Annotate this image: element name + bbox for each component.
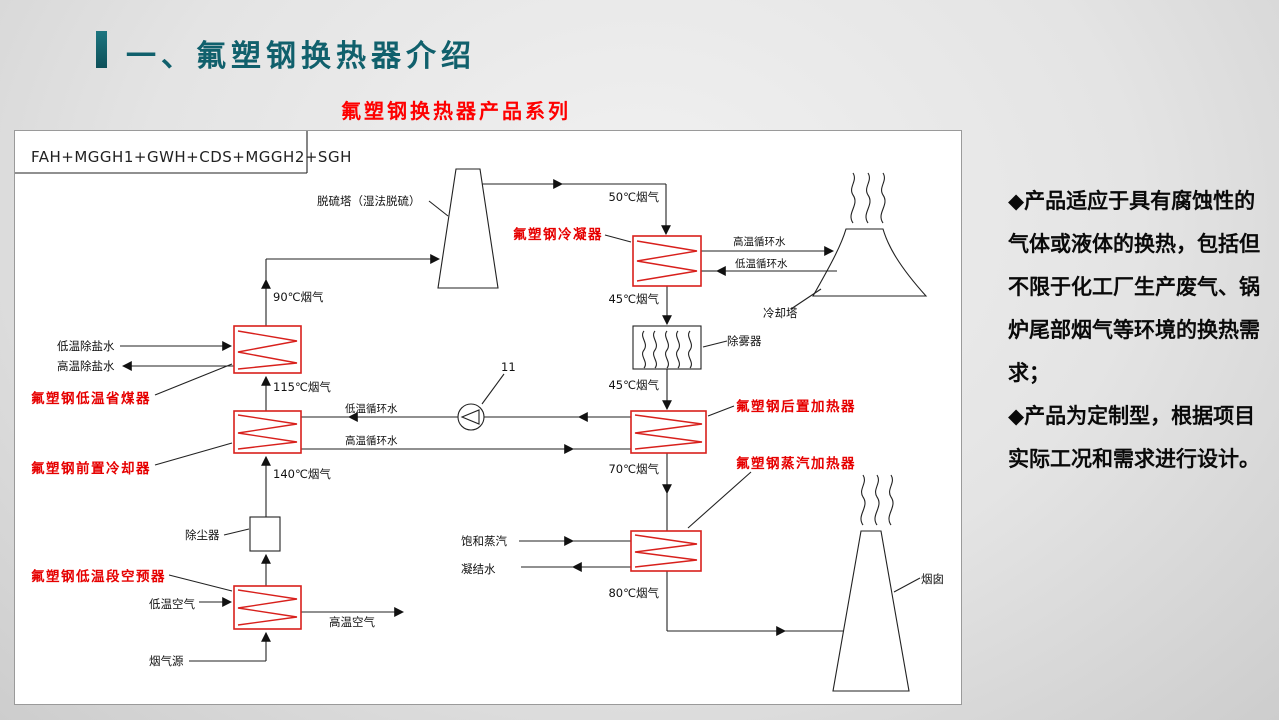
label-condensate: 凝结水: [461, 562, 496, 576]
steam-heater-exchanger: [630, 530, 702, 572]
label-reheater: 氟塑钢后置加热器: [736, 398, 856, 415]
product-notes: ◆产品适应于具有腐蚀性的气体或液体的换热，包括但不限于化工厂生产废气、锅炉尾部烟…: [1008, 180, 1268, 481]
label-flue-50: 50℃烟气: [608, 190, 659, 204]
economizer-exchanger: [233, 325, 302, 374]
label-cold-circ-mid: 低温循环水: [345, 402, 398, 415]
cooling-tower-steam-icon: [850, 172, 886, 224]
title-accent-bar: [96, 31, 107, 68]
label-precooler: 氟塑钢前置冷却器: [31, 460, 151, 477]
formula-block: FAH+MGGH1+GWH+CDS+MGGH2+SGH: [15, 131, 352, 174]
cooling-tower: [812, 228, 928, 297]
pump-symbol: [457, 403, 485, 431]
label-economizer: 氟塑钢低温省煤器: [31, 390, 151, 407]
label-hot-circ-mid: 高温循环水: [345, 434, 398, 447]
reheater-exchanger: [630, 410, 707, 454]
label-desulf-tower: 脱硫塔（湿法脱硫）: [317, 194, 421, 208]
precooler-exchanger: [233, 410, 302, 454]
label-steam-heater: 氟塑钢蒸汽加热器: [736, 455, 856, 472]
label-flue-80: 80℃烟气: [608, 586, 659, 600]
demister-box: [632, 325, 702, 370]
label-pump-tag: 11: [501, 360, 516, 374]
label-condenser: 氟塑钢冷凝器: [513, 226, 603, 243]
label-flue-source: 烟气源: [149, 654, 184, 668]
label-chimney: 烟囱: [921, 572, 944, 586]
label-cold-desalted: 低温除盐水: [57, 339, 115, 353]
label-flue-70: 70℃烟气: [608, 462, 659, 476]
desulfurization-tower: [437, 168, 499, 289]
label-pointer-lines: [154, 200, 921, 593]
label-cold-air: 低温空气: [149, 597, 195, 611]
condenser-exchanger: [632, 235, 702, 287]
chimney-stack: [832, 530, 910, 692]
slide-subtitle: 氟塑钢换热器产品系列: [341, 99, 571, 123]
label-sat-steam: 饱和蒸汽: [461, 534, 507, 548]
label-flue-45-upper: 45℃烟气: [608, 292, 659, 306]
label-cooling-tower: 冷却塔: [763, 306, 798, 320]
label-hot-circ-top: 高温循环水: [733, 235, 786, 248]
dust-collector-box: [249, 516, 281, 552]
flow-lines: [120, 179, 843, 662]
process-diagram-panel: FAH+MGGH1+GWH+CDS+MGGH2+SGH: [14, 130, 962, 705]
label-dust-collector: 除尘器: [185, 528, 220, 542]
label-hot-desalted: 高温除盐水: [57, 359, 115, 373]
label-air-preheater: 氟塑钢低温段空预器: [31, 568, 166, 585]
air-preheater-exchanger: [233, 585, 302, 630]
system-formula: FAH+MGGH1+GWH+CDS+MGGH2+SGH: [31, 148, 352, 166]
label-flue-140: 140℃烟气: [273, 467, 331, 481]
process-flow-diagram: FAH+MGGH1+GWH+CDS+MGGH2+SGH: [15, 131, 944, 692]
slide-title: 一、氟塑钢换热器介绍: [126, 39, 476, 74]
chimney-steam-icon: [860, 474, 894, 526]
label-demister: 除雾器: [727, 334, 762, 348]
label-flue-90: 90℃烟气: [273, 290, 324, 304]
note-bullet-2: ◆产品为定制型，根据项目实际工况和需求进行设计。: [1008, 404, 1260, 471]
label-cold-circ-top: 低温循环水: [735, 257, 788, 270]
label-flue-45-lower: 45℃烟气: [608, 378, 659, 392]
note-bullet-1: ◆产品适应于具有腐蚀性的气体或液体的换热，包括但不限于化工厂生产废气、锅炉尾部烟…: [1008, 189, 1260, 385]
label-flue-115: 115℃烟气: [273, 380, 331, 394]
label-hot-air: 高温空气: [329, 615, 375, 629]
